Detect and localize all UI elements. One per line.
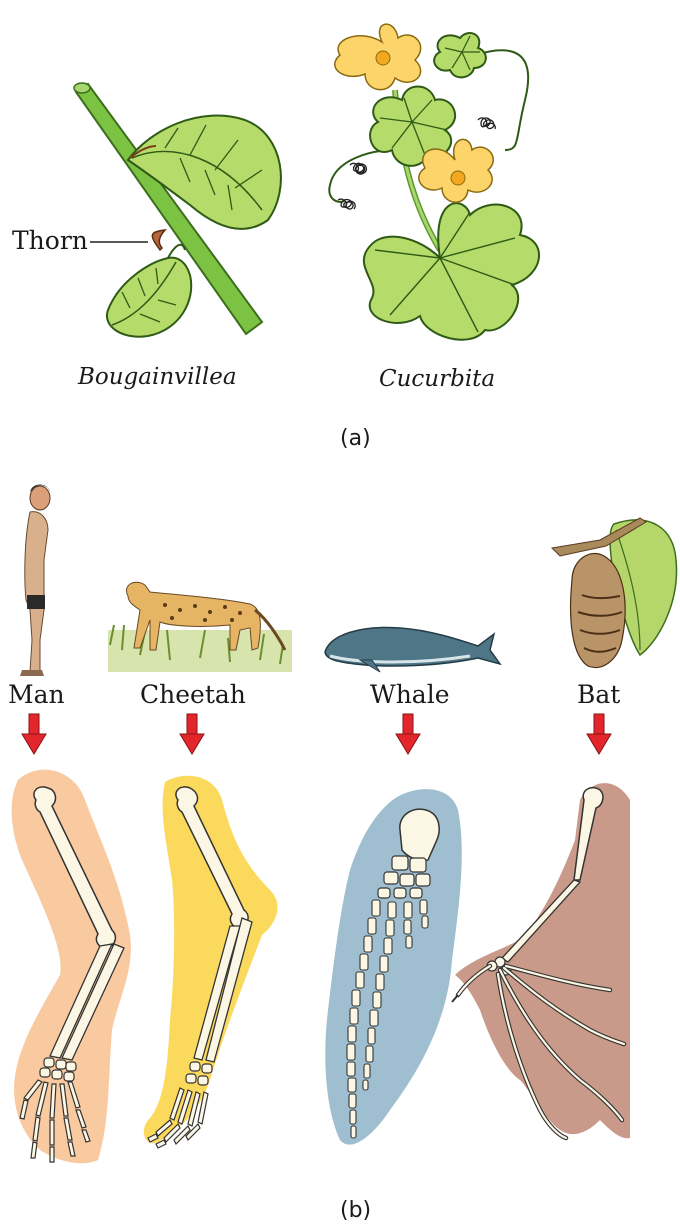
caption-b: (b) — [340, 1198, 371, 1223]
arrow-man-icon — [22, 714, 46, 754]
bat-forelimb — [452, 783, 630, 1138]
arrow-bat-icon — [587, 714, 611, 754]
caption-a: (a) — [340, 426, 371, 451]
whale-label: Whale — [370, 680, 450, 709]
man-forelimb — [12, 770, 131, 1164]
bat-label: Bat — [577, 680, 620, 709]
arrow-whale-icon — [396, 714, 420, 754]
whale-forelimb — [325, 789, 461, 1145]
cheetah-label: Cheetah — [140, 680, 246, 709]
cucurbita-illustration — [329, 24, 539, 340]
bougainvillea-label: Bougainvillea — [78, 364, 237, 390]
whale-figure — [325, 627, 500, 672]
bat-figure — [552, 518, 677, 668]
cheetah-forelimb — [144, 776, 278, 1148]
arrow-cheetah-icon — [180, 714, 204, 754]
cucurbita-label: Cucurbita — [379, 366, 495, 392]
cheetah-figure — [108, 582, 292, 672]
bougainvillea-illustration — [74, 83, 281, 337]
man-label: Man — [8, 680, 65, 709]
thorn-label: Thorn — [12, 226, 88, 255]
man-figure — [20, 485, 50, 677]
